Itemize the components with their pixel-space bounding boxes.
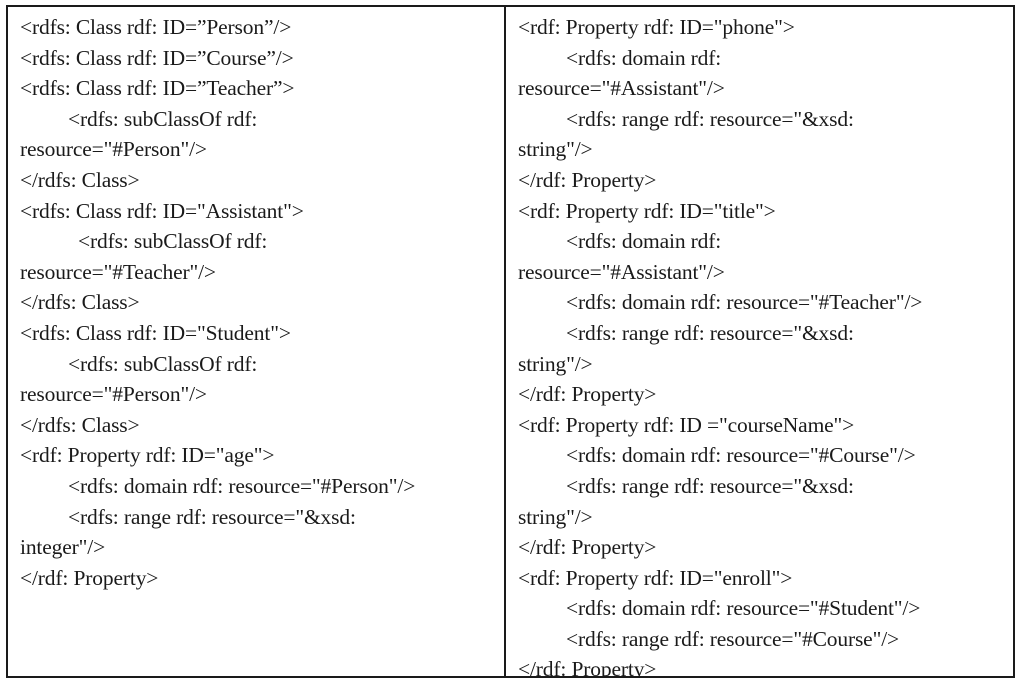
rdf-schema-table: <rdfs: Class rdf: ID=”Person”/> <rdfs: Cl…	[6, 5, 1015, 678]
code-line: <rdfs: range rdf: resource="&xsd:	[566, 473, 854, 498]
code-line: string"/>	[518, 351, 593, 376]
code-line: <rdfs: range rdf: resource="&xsd:	[566, 320, 854, 345]
code-line: <rdf: Property rdf: ID="title">	[518, 198, 776, 223]
code-line: <rdf: Property rdf: ID="enroll">	[518, 565, 793, 590]
code-line: </rdf: Property>	[518, 535, 657, 560]
code-line: </rdfs: Class>	[20, 412, 140, 437]
code-line: <rdfs: Class rdf: ID=”Person”/>	[20, 15, 292, 39]
code-line: resource="#Assistant"/>	[518, 76, 725, 101]
code-line: string"/>	[518, 137, 593, 162]
code-line: </rdfs: Class>	[20, 290, 140, 315]
code-line: <rdfs: range rdf: resource="&xsd:	[68, 504, 356, 529]
code-line: <rdfs: range rdf: resource="#Course"/>	[566, 626, 899, 651]
left-column: <rdfs: Class rdf: ID=”Person”/> <rdfs: Cl…	[8, 7, 506, 676]
code-line: </rdf: Property>	[518, 167, 657, 192]
code-line: resource="#Person"/>	[20, 382, 207, 407]
code-line: <rdfs: range rdf: resource="&xsd:	[566, 106, 854, 131]
code-line: <rdf: Property rdf: ID="age">	[20, 443, 275, 468]
code-line: <rdfs: domain rdf: resource="#Teacher"/>	[566, 290, 923, 315]
code-line: </rdf: Property>	[518, 382, 657, 407]
code-line: resource="#Assistant"/>	[518, 259, 725, 284]
code-line: <rdfs: domain rdf:	[566, 229, 722, 254]
code-line: string"/>	[518, 504, 593, 529]
code-line: <rdfs: Class rdf: ID="Student">	[20, 320, 291, 345]
code-line: <rdfs: Class rdf: ID="Assistant">	[20, 198, 304, 223]
code-line: <rdfs: domain rdf:	[566, 45, 722, 70]
code-line: resource="#Teacher"/>	[20, 259, 216, 284]
code-line: <rdfs: subClassOf rdf:	[68, 351, 258, 376]
code-line: resource="#Person"/>	[20, 137, 207, 162]
right-column: <rdf: Property rdf: ID="phone"> <rdfs: do…	[506, 7, 1013, 676]
code-line: </rdfs: Class>	[20, 167, 140, 192]
code-line: <rdfs: domain rdf: resource="#Student"/>	[566, 596, 921, 621]
code-line: <rdfs: domain rdf: resource="#Course"/>	[566, 443, 916, 468]
code-line: <rdfs: Class rdf: ID=”Course”/>	[20, 45, 294, 70]
code-line: <rdfs: Class rdf: ID=”Teacher”>	[20, 76, 295, 101]
code-line: <rdfs: subClassOf rdf:	[78, 229, 268, 254]
code-line: <rdf: Property rdf: ID ="courseName">	[518, 412, 855, 437]
code-line: integer"/>	[20, 535, 106, 560]
code-line: </rdf: Property>	[20, 565, 159, 590]
code-line: <rdf: Property rdf: ID="phone">	[518, 15, 795, 39]
code-line: <rdfs: subClassOf rdf:	[68, 106, 258, 131]
code-line: <rdfs: domain rdf: resource="#Person"/>	[68, 473, 416, 498]
code-line: </rdf: Property>	[518, 657, 657, 676]
